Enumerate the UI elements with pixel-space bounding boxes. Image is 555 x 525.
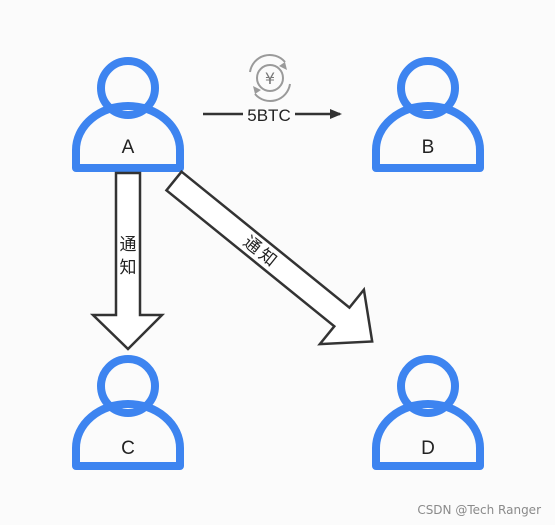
transfer-amount-label: 5BTC: [247, 106, 290, 125]
notify-arrow-to-c-shape: [89, 171, 166, 351]
user-d-label: D: [421, 438, 435, 459]
user-a-label: A: [122, 137, 135, 158]
notify-arrow-to-d-shape: [164, 169, 374, 346]
user-b-label: B: [422, 137, 435, 158]
notify-arrow-to-c: 通 知: [89, 171, 166, 351]
notify-to-c-char1: 通: [120, 235, 137, 255]
notify-arrow-to-d: 通 知: [164, 169, 374, 346]
notify-to-c-char2: 知: [120, 258, 137, 278]
user-c: C: [72, 355, 184, 470]
transfer-label-bg: [243, 103, 295, 125]
currency-exchange-icon: ¥: [249, 53, 291, 103]
user-b: B: [372, 57, 484, 172]
user-d-icon: [372, 355, 484, 470]
user-a-icon: [72, 57, 184, 172]
user-a: A: [72, 57, 184, 172]
currency-symbol: ¥: [265, 69, 275, 88]
user-d: D: [372, 355, 484, 470]
user-c-label: C: [121, 438, 135, 459]
transfer-arrow: 5BTC: [203, 103, 342, 125]
user-b-icon: [372, 57, 484, 172]
watermark: CSDN @Tech Ranger: [417, 503, 541, 517]
user-c-icon: [72, 355, 184, 470]
